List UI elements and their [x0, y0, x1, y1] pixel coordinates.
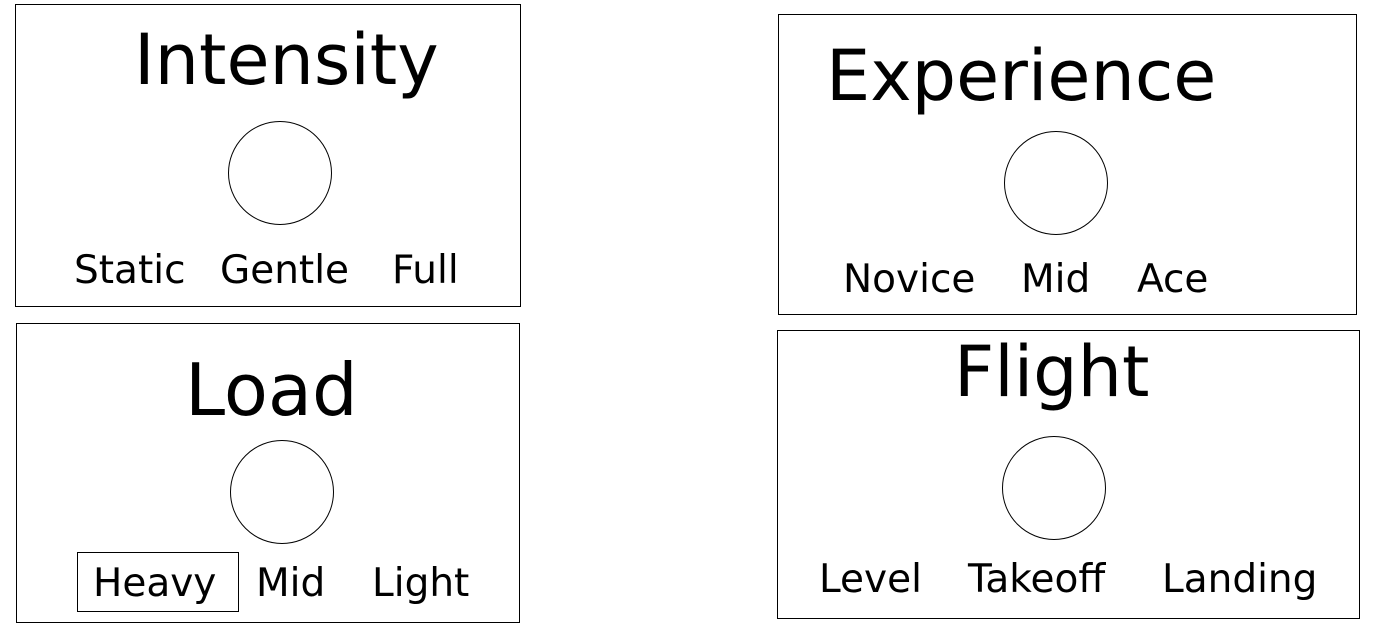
intensity-knob[interactable]: [228, 121, 332, 225]
load-option-mid[interactable]: Mid: [256, 561, 326, 606]
experience-title: Experience: [826, 35, 1217, 117]
intensity-option-full[interactable]: Full: [392, 248, 459, 293]
flight-option-landing[interactable]: Landing: [1162, 557, 1318, 602]
flight-panel: Flight Level Takeoff Landing: [777, 330, 1360, 619]
load-knob[interactable]: [230, 440, 334, 544]
intensity-title: Intensity: [134, 19, 439, 101]
experience-panel: Experience Novice Mid Ace: [778, 14, 1357, 315]
experience-option-mid[interactable]: Mid: [1021, 257, 1091, 302]
load-title: Load: [185, 348, 358, 432]
intensity-option-gentle[interactable]: Gentle: [220, 248, 350, 293]
load-option-light[interactable]: Light: [372, 561, 470, 606]
flight-option-takeoff[interactable]: Takeoff: [968, 557, 1106, 602]
flight-knob[interactable]: [1002, 436, 1106, 540]
intensity-panel: Intensity Static Gentle Full: [15, 4, 521, 307]
experience-option-ace[interactable]: Ace: [1137, 257, 1209, 302]
intensity-option-static[interactable]: Static: [74, 248, 186, 293]
flight-title: Flight: [954, 331, 1150, 413]
flight-option-level[interactable]: Level: [819, 557, 922, 602]
load-option-heavy-selected[interactable]: Heavy: [77, 552, 239, 612]
experience-option-novice[interactable]: Novice: [843, 257, 976, 302]
experience-knob[interactable]: [1004, 131, 1108, 235]
load-panel: Load Heavy Mid Light: [16, 323, 520, 623]
